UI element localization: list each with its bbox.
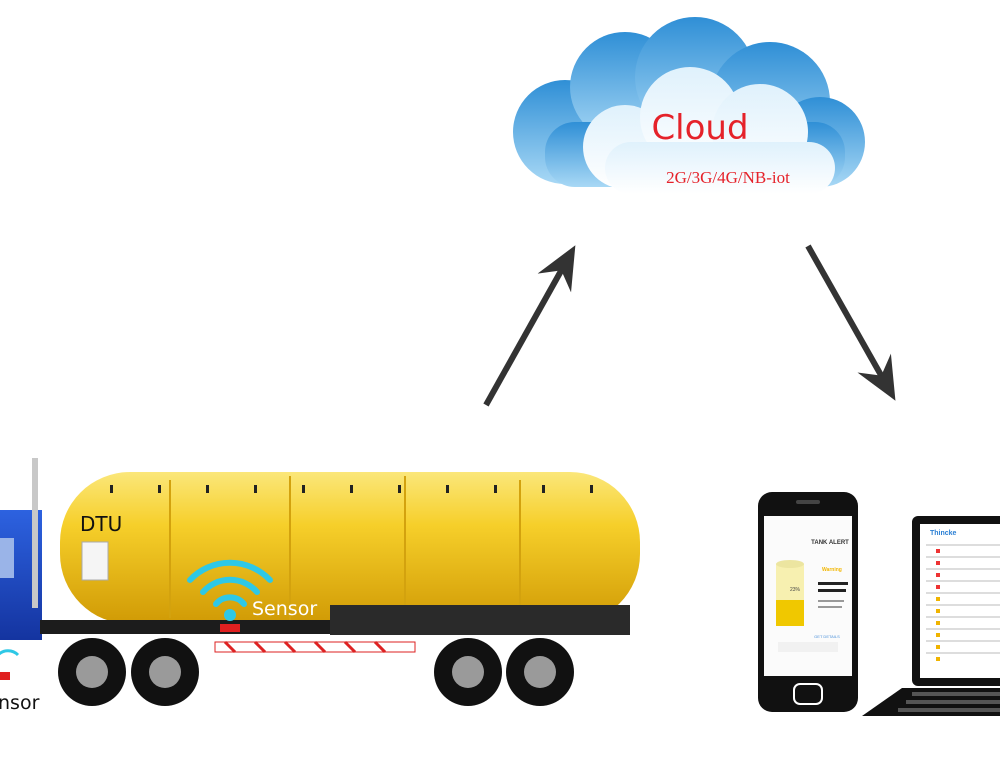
smartphone-icon — [758, 492, 858, 712]
laptop-app-title: Thincke — [930, 530, 957, 537]
sensor-label: Sensor — [252, 598, 318, 620]
phone-app-title: TANK ALERT — [811, 540, 849, 546]
phone-details-button[interactable]: GET DETAILS — [814, 634, 840, 639]
phone-warning-label: Warning — [822, 567, 842, 573]
downlink-arrow — [805, 244, 896, 401]
phone-percent-label: 23% — [789, 587, 800, 593]
cloud-icon — [513, 17, 865, 194]
cab-sensor-label: nsor — [0, 692, 40, 714]
cloud-title: Cloud — [651, 108, 749, 148]
tanker-truck-icon — [0, 458, 640, 706]
dtu-label: DTU — [80, 512, 123, 536]
laptop-icon — [862, 516, 1000, 716]
cloud-subtitle: 2G/3G/4G/NB-iot — [666, 168, 790, 187]
uplink-arrow — [483, 245, 576, 407]
